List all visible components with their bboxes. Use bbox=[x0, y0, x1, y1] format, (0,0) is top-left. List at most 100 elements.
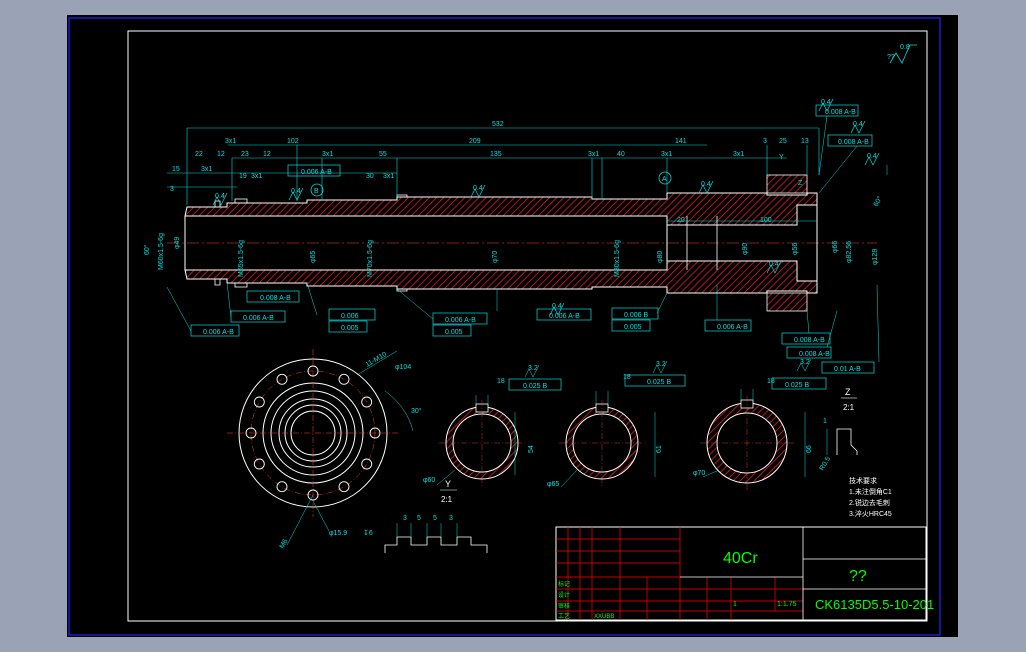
dim-12b: 12 bbox=[263, 151, 271, 158]
flange-bolt-holes bbox=[245, 365, 381, 501]
title-name: ?? bbox=[849, 568, 867, 585]
title-block: 40Cr ?? CK6135D5.5-10-201 1:1.75 1 标记 设计… bbox=[555, 526, 934, 621]
label-d56: φ56 bbox=[792, 243, 799, 255]
cad-canvas[interactable]: 0.8 ?? bbox=[67, 15, 958, 637]
dim-3x1-a: 3x1 bbox=[225, 138, 236, 145]
dim-3x1-g: 3x1 bbox=[251, 173, 262, 180]
dim-141: 141 bbox=[675, 138, 687, 145]
bolt-hole bbox=[369, 427, 381, 439]
dim-3x1-f: 3x1 bbox=[201, 166, 212, 173]
shaft-section bbox=[184, 174, 818, 312]
tol-10: 0.005 bbox=[445, 329, 463, 336]
label-d128: φ128 bbox=[872, 249, 879, 265]
datum-markers: B A Y Z bbox=[310, 154, 803, 197]
tolerance-texts: 0.006 A-B 0.008 A-B 0.006 A-B 0.006 A-B … bbox=[203, 109, 869, 390]
dim-3: 3 bbox=[763, 138, 767, 145]
title-scale: 1:1.75 bbox=[777, 601, 797, 608]
outer-border bbox=[68, 17, 941, 636]
detail-y: Y 2:1 3 5 5 3 bbox=[384, 479, 488, 553]
bolt-hole bbox=[361, 458, 373, 470]
tol-18: 0.025 B bbox=[523, 383, 547, 390]
section2-dia: φ65 bbox=[547, 481, 559, 488]
detail-y-title: Y bbox=[445, 479, 451, 489]
title-sheet: 1 bbox=[733, 601, 737, 608]
rough-4: 0.4 bbox=[701, 181, 711, 188]
drawing-frame bbox=[127, 30, 928, 622]
label-d66: φ66 bbox=[832, 241, 839, 253]
bolt-hole bbox=[338, 373, 350, 385]
label-d70: φ70 bbox=[492, 251, 499, 263]
tol-14: 0.006 A-B bbox=[717, 324, 748, 331]
notes-title: 技术要求 bbox=[849, 476, 877, 485]
dim-25: 25 bbox=[779, 138, 787, 145]
bolt-hole bbox=[276, 373, 288, 385]
dim-20: 20 bbox=[677, 217, 685, 224]
detail-z-dim: 1 bbox=[823, 418, 827, 425]
section1-width: 18 bbox=[497, 378, 505, 385]
label-chamfer-60: 60° bbox=[143, 244, 151, 255]
rough-3: 0.4 bbox=[473, 185, 483, 192]
rough-2: 0.4 bbox=[291, 188, 301, 195]
label-m60: M60x1.5-6g bbox=[158, 233, 165, 270]
dim-30: 30 bbox=[366, 173, 374, 180]
section3-rough: 3.2 bbox=[800, 359, 810, 366]
bolt-hole bbox=[338, 481, 350, 493]
label-d80: φ80 bbox=[657, 251, 664, 263]
title-designer: XXUBB bbox=[594, 614, 614, 620]
flange-pcd-label: φ104 bbox=[395, 364, 411, 371]
dim-3x1-h: 3x1 bbox=[383, 173, 394, 180]
tol-20: 0.025 B bbox=[785, 382, 809, 389]
title-row-label-2: 设计 bbox=[558, 591, 570, 599]
dim-15: 15 bbox=[172, 166, 180, 173]
title-row-label-1: 标记 bbox=[558, 580, 570, 588]
dim-13: 13 bbox=[801, 138, 809, 145]
tol-13: 0.005 bbox=[624, 324, 642, 331]
section2-width: 18 bbox=[623, 374, 631, 381]
flange-front-view bbox=[227, 349, 399, 517]
technical-notes: 技术要求 1.未注倒角C1 2.锐边去毛刺 3.淬火HRC45 bbox=[849, 476, 892, 518]
section2-rough: 3.2 bbox=[656, 361, 666, 368]
rough-1: 0.4 bbox=[215, 193, 225, 200]
detail-y-5b: 5 bbox=[433, 515, 437, 522]
note-2: 2.锐边去毛刺 bbox=[849, 498, 890, 507]
title-material: 40Cr bbox=[723, 550, 758, 567]
cad-drawing: 0.8 ?? bbox=[68, 17, 941, 636]
section1-rough: 3.2 bbox=[528, 365, 538, 372]
flange-angle-label: 30° bbox=[411, 407, 422, 415]
tol-9: 0.006 A-B bbox=[445, 317, 476, 324]
flange-holes-label: 11-M10 bbox=[365, 351, 389, 369]
tol-5: 0.008 A-B bbox=[825, 109, 856, 116]
view-z-marker: Z bbox=[798, 180, 803, 187]
bolt-hole bbox=[307, 365, 319, 377]
flange-m6-label: M6 bbox=[279, 538, 290, 550]
dim-40: 40 bbox=[617, 151, 625, 158]
rough-6: 0.4 bbox=[552, 303, 562, 310]
dim-209: 209 bbox=[469, 138, 481, 145]
dim-23: 23 bbox=[241, 151, 249, 158]
section3-dia: φ70 bbox=[693, 470, 705, 477]
detail-z: Z 2:1 1 R0.5 bbox=[819, 387, 858, 472]
label-d82: φ82.56 bbox=[846, 241, 853, 263]
dim-3x1-e: 3x1 bbox=[733, 151, 744, 158]
rough-8: 0.4 bbox=[853, 121, 863, 128]
tol-11: 0.008 A-B bbox=[838, 139, 869, 146]
detail-y-5a: 5 bbox=[417, 515, 421, 522]
rough-7: 0.4 bbox=[821, 99, 831, 106]
dim-135: 135 bbox=[490, 151, 502, 158]
rough-5: 0.4 bbox=[769, 261, 779, 268]
label-d90: φ90 bbox=[742, 243, 749, 255]
bolt-hole bbox=[253, 396, 265, 408]
bolt-hole bbox=[245, 427, 257, 439]
bolt-hole bbox=[361, 396, 373, 408]
tol-19: 0.025 B bbox=[647, 379, 671, 386]
tolerance-frames bbox=[190, 104, 875, 391]
flange-depth-label: ↧6 bbox=[363, 529, 373, 537]
dim-overall: 532 bbox=[492, 121, 504, 128]
rough-9: 0.4 bbox=[867, 153, 877, 160]
section2-depth: 61 bbox=[656, 445, 663, 453]
corner-roughness: 0.8 ?? bbox=[887, 44, 917, 64]
tol-6: 0.006 A-B bbox=[549, 313, 580, 320]
datum-a: A bbox=[662, 176, 667, 183]
corner-rough-value: 0.8 bbox=[900, 44, 910, 51]
section-views: 3.2 3.2 3.2 18 18 18 54 61 66 φ60 φ65 φ7… bbox=[423, 358, 813, 490]
